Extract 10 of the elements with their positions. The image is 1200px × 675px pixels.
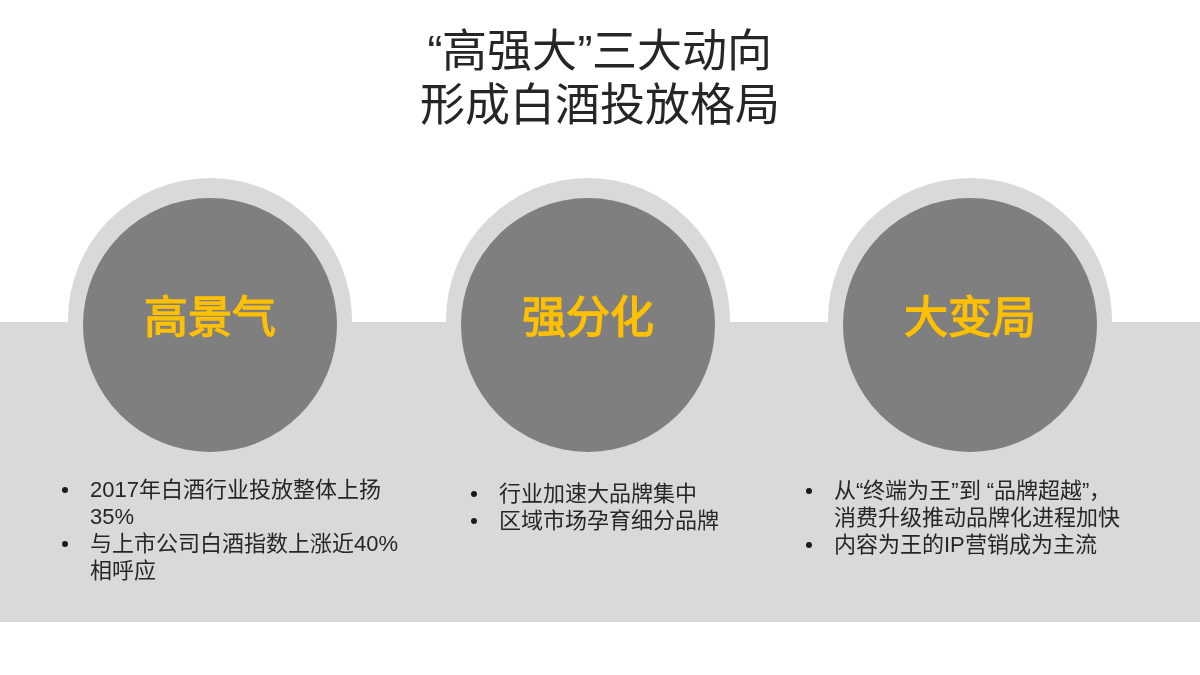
bullet-text: 2017年白酒行业投放整体上扬35% (90, 476, 382, 530)
bullet-text: 与上市公司白酒指数上涨近40%相呼应 (90, 530, 400, 584)
bullet-text: 内容为王的IP营销成为主流 (834, 531, 1097, 558)
circle-heading: 高景气 (144, 293, 276, 343)
bullet-text: 行业加速大品牌集中 (499, 480, 697, 507)
title: “高强大”三大动向形成白酒投放格局 (419, 25, 781, 133)
bullet-text: 从“终端为王”到 “品牌超越”，消费升级推动品牌化进程加快 (834, 477, 1121, 531)
circle-heading: 大变局 (904, 293, 1036, 343)
circle-heading: 强分化 (522, 293, 654, 343)
bullet-text: 区域市场孕育细分品牌 (499, 507, 719, 534)
